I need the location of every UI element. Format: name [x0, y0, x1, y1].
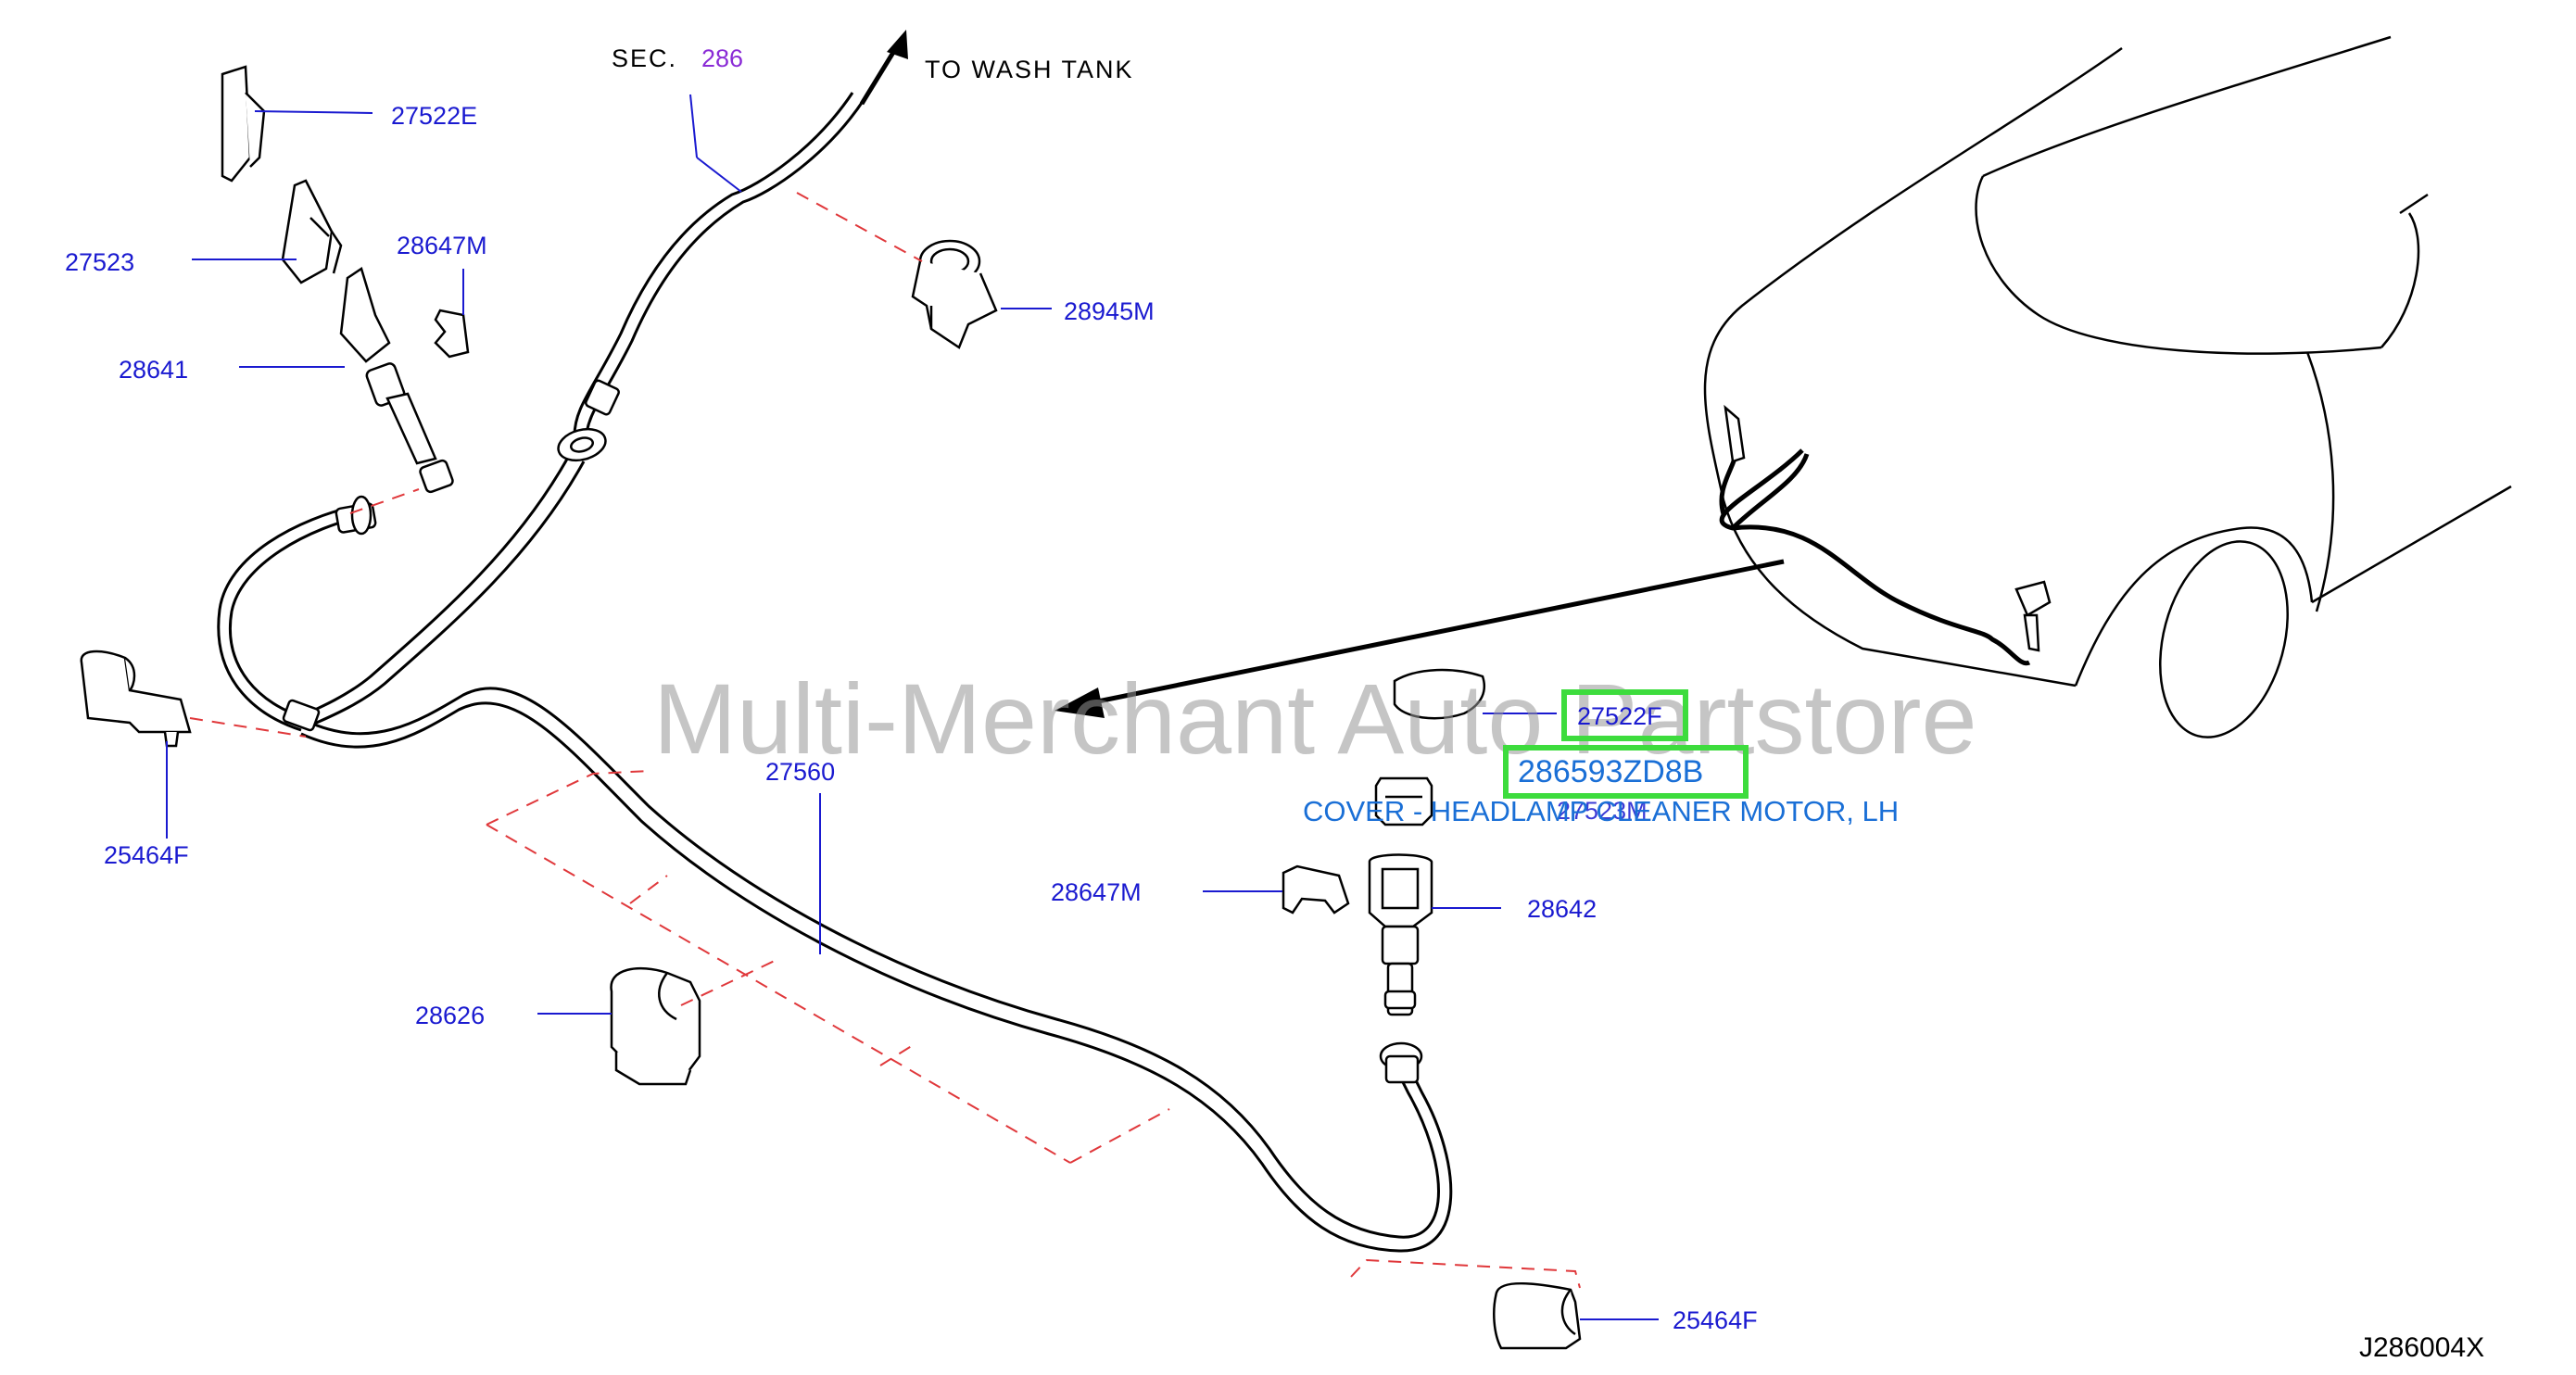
part-label-27560[interactable]: 27560 — [765, 758, 836, 786]
to-wash-tank-label: TO WASH TANK — [925, 56, 1134, 83]
part-label-27522F[interactable]: 27522F — [1577, 702, 1662, 730]
diagram-code: J286004X — [2359, 1332, 2485, 1363]
car-nozzles — [1724, 404, 2052, 652]
part-27523M-art — [1374, 776, 1433, 826]
part-28647M-mid-art — [1282, 864, 1350, 915]
wash-tank-arrow — [859, 30, 908, 106]
part-label-27523[interactable]: 27523 — [65, 248, 135, 276]
highlight-description: COVER - HEADLAMP CLEANER MOTOR, LH — [1303, 795, 1900, 827]
part-label-27523M: 27523M — [1557, 797, 1648, 825]
label-leader-lines — [166, 110, 1659, 1320]
part-28642-art — [1368, 853, 1433, 1016]
part-25464F-left-art — [80, 650, 192, 748]
part-label-28626[interactable]: 28626 — [415, 1002, 486, 1029]
part-28641-art — [339, 267, 454, 494]
part-label-25464F-bottom[interactable]: 25464F — [1673, 1306, 1758, 1334]
watermark: Multi-Merchant Auto Partstore — [653, 662, 1977, 775]
highlight-box-part-number[interactable] — [1503, 745, 1749, 799]
hose-fittings — [282, 379, 1423, 1084]
part-27523-art — [281, 179, 343, 284]
part-28945M-art — [911, 239, 998, 349]
section-prefix: SEC. — [612, 44, 678, 72]
part-27522F-art — [1393, 668, 1486, 720]
sec-286-leader-2 — [696, 157, 742, 193]
part-28647M-top-art — [434, 309, 470, 359]
part-25464F-bottom-art — [1493, 1282, 1582, 1350]
pointer-arrow — [1054, 559, 1785, 718]
highlight-part-number[interactable]: 286593ZD8B — [1518, 754, 1704, 789]
car-outline — [1703, 35, 2512, 738]
highlight-box-27522F[interactable] — [1561, 689, 1688, 741]
part-label-28647M-top[interactable]: 28647M — [397, 232, 487, 259]
part-28626-art — [610, 966, 701, 1086]
part-label-27522E[interactable]: 27522E — [391, 102, 478, 130]
part-label-28642[interactable]: 28642 — [1527, 895, 1597, 923]
part-label-28647M-mid[interactable]: 28647M — [1051, 878, 1142, 906]
section-number-link[interactable]: 286 — [701, 44, 744, 72]
car-hose — [1719, 435, 2031, 666]
sec-286-leader — [689, 94, 698, 158]
hose-assembly — [217, 92, 1453, 1253]
part-27522E-art — [221, 65, 266, 183]
part-label-28945M[interactable]: 28945M — [1064, 297, 1155, 325]
dashed-reference-lines — [189, 192, 1581, 1289]
part-label-25464F-left[interactable]: 25464F — [104, 841, 189, 869]
part-label-28641[interactable]: 28641 — [119, 356, 189, 384]
